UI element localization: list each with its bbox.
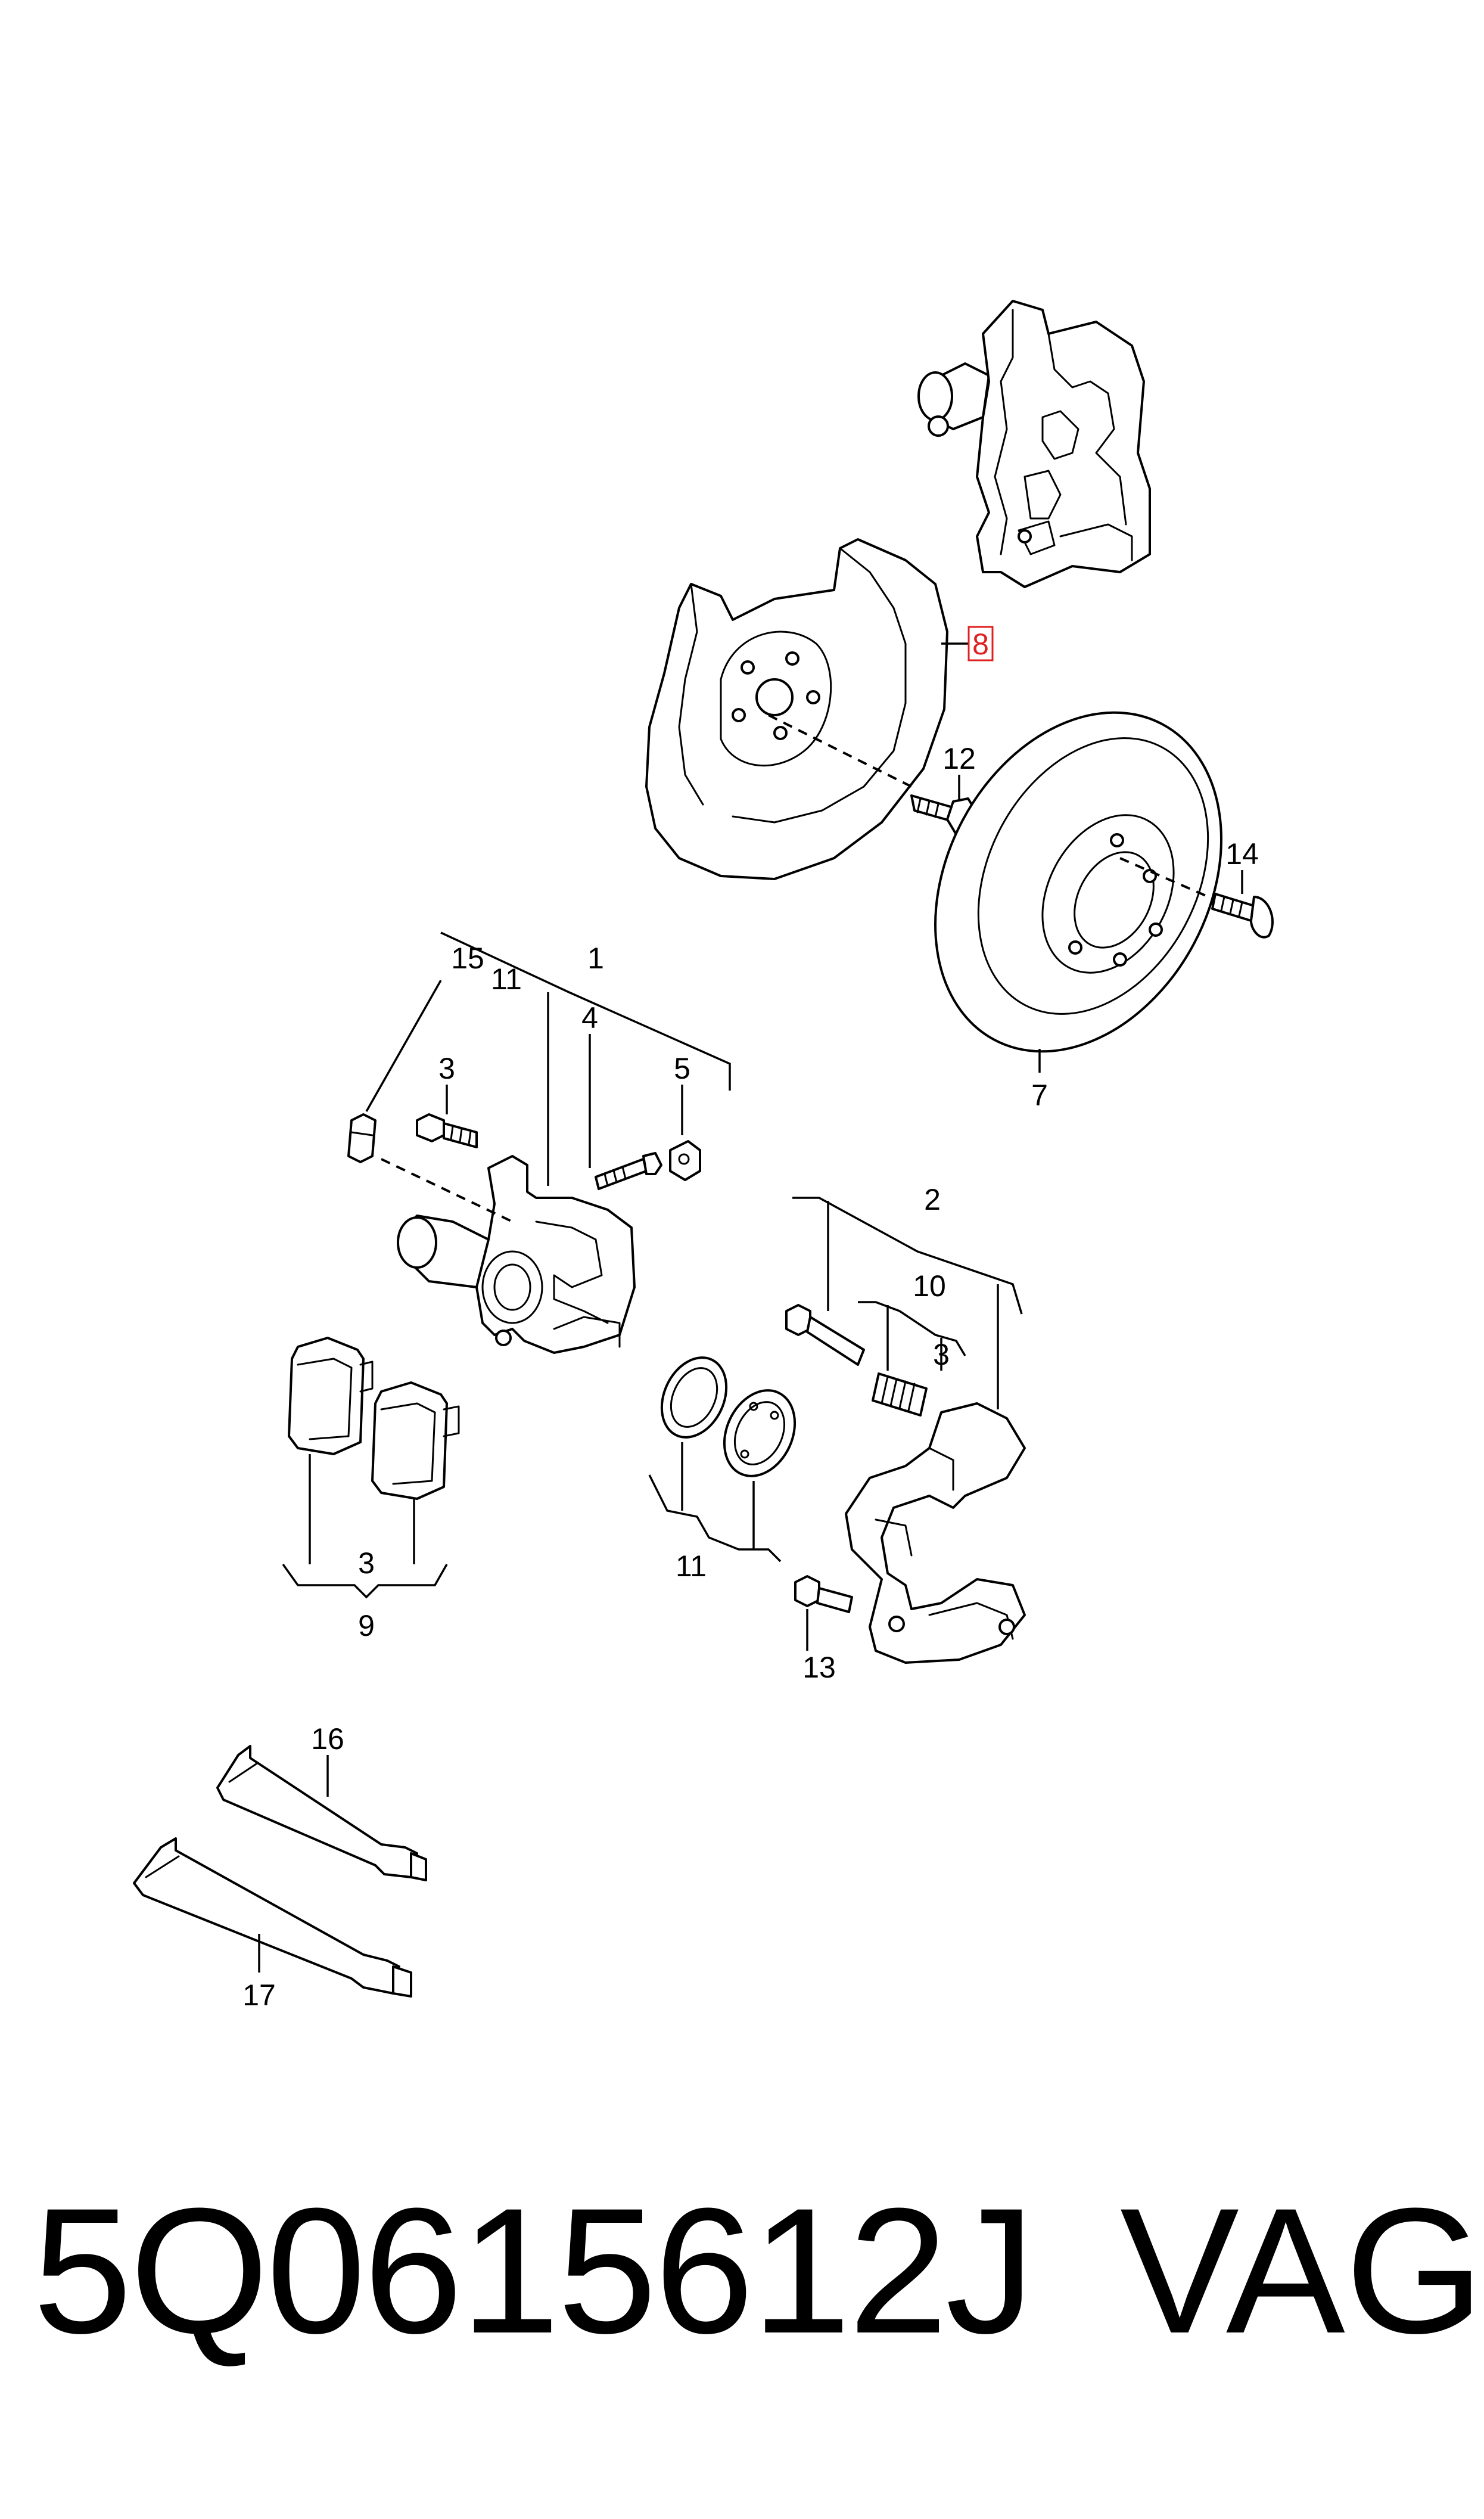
footer: 5Q0615612J VAG: [0, 2157, 1484, 2455]
callout-5: 5: [674, 1052, 690, 1085]
grease-tube-16: [216, 1745, 427, 1881]
callout-11-bearing: 11: [676, 1549, 707, 1583]
callout-3-pads: 3: [358, 1546, 375, 1580]
callout-14: 14: [1225, 837, 1259, 871]
callout-3-sleeve: 3: [933, 1338, 950, 1371]
highlight-box-8: [967, 626, 994, 661]
brake-carrier: [845, 1402, 1026, 1664]
callout-2: 2: [924, 1183, 941, 1216]
callout-1: 1: [587, 942, 604, 975]
part-number: 5Q0615612J: [33, 2170, 1035, 2371]
brake-pad-right: [371, 1381, 460, 1500]
callout-13: 13: [802, 1651, 836, 1684]
callout-7: 7: [1031, 1079, 1048, 1112]
cap-15: [347, 1113, 377, 1163]
callout-9: 9: [358, 1609, 375, 1642]
screw-14: [1211, 893, 1274, 939]
grease-tube-17: [133, 1837, 412, 1998]
brake-disc: [934, 711, 1222, 1053]
seal-ring: [660, 1356, 728, 1439]
carrier-bolt-13: [794, 1575, 853, 1613]
exploded-parts-diagram: 1 2 3 3 3 4 5 7 8 9 10 11 11 12 13 14 15…: [133, 300, 1274, 2012]
splash-shield: [645, 538, 948, 880]
guide-sleeve: [872, 1372, 928, 1417]
bleeder-screw: [595, 1152, 662, 1190]
callout-15: 15: [451, 942, 484, 975]
callout-17: 17: [242, 1978, 276, 2012]
caliper-housing: [397, 1155, 636, 1354]
callout-3-bolt: 3: [438, 1052, 455, 1085]
carrier-bolt: [785, 1304, 865, 1366]
callout-4: 4: [581, 1001, 598, 1035]
dust-cap: [669, 1140, 701, 1181]
guide-bolt: [416, 1113, 478, 1148]
brand-name: VAG: [1120, 2170, 1484, 2371]
callout-16: 16: [311, 1722, 344, 1756]
callout-10: 10: [913, 1269, 946, 1303]
callout-8-highlighted[interactable]: 8: [972, 628, 989, 661]
callout-12: 12: [942, 742, 976, 775]
brake-pad-left: [288, 1337, 374, 1455]
callout-11-caliper: 11: [491, 962, 522, 996]
bearing: [723, 1389, 797, 1477]
caliper-assembly-top: [917, 300, 1151, 588]
